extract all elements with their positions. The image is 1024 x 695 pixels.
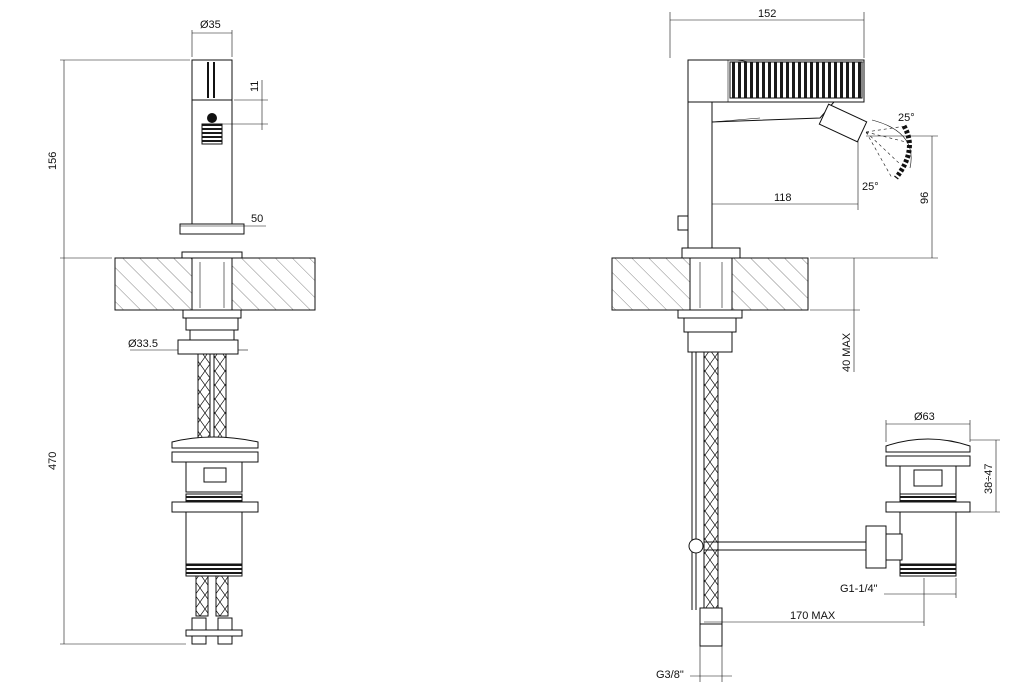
side-view: 152 118 96 25° 25° 40 MAX Ø63 — [611, 8, 1000, 682]
label-hose-thread: G3/8" — [656, 669, 684, 681]
mixer-body-front — [179, 59, 245, 259]
dim-side-waste-diameter: Ø63 — [885, 411, 971, 442]
dim-front-shank-diameter: Ø33.5 — [128, 338, 248, 351]
label-height-156: 156 — [47, 152, 59, 170]
dim-front-width-50: 50 — [180, 213, 266, 227]
dim-front-diameter-top: Ø35 — [191, 19, 233, 57]
label-spout-height-96: 96 — [919, 192, 931, 204]
label-waste-thread: G1-1/4" — [840, 583, 878, 595]
dim-side-length-152: 152 — [669, 8, 865, 58]
dim-side-rod-length: 170 MAX — [704, 578, 925, 626]
dim-side-thickness: 40 MAX — [810, 258, 860, 372]
waste-side — [865, 438, 971, 577]
dim-side-spout-height-96: 96 — [810, 135, 938, 259]
label-total-470: 470 — [47, 452, 59, 470]
front-view: Ø35 156 11 50 Ø33.5 470 — [47, 19, 316, 645]
hose-front-left — [197, 353, 211, 441]
rod-pivot — [688, 538, 704, 554]
label-waste-diameter-63: Ø63 — [914, 411, 935, 423]
label-angle-down: 25° — [862, 181, 879, 193]
label-rod-170-max: 170 MAX — [790, 610, 836, 622]
dim-front-offset-11: 11 — [222, 80, 268, 130]
dim-side-hose-thread: G3/8" — [656, 646, 732, 682]
hose-side — [703, 351, 719, 609]
mixer-body-side — [677, 59, 868, 259]
handle-ribs — [729, 61, 863, 99]
dim-side-waste-thread: G1-1/4" — [840, 578, 957, 598]
label-diameter-35: Ø35 — [200, 19, 221, 31]
dim-side-waste-height: 38÷47 — [970, 439, 1000, 513]
dim-front-height-156: 156 — [47, 59, 190, 259]
label-length-152: 152 — [758, 8, 776, 20]
dim-side-reach-118: 118 — [712, 140, 859, 210]
label-waste-height: 38÷47 — [983, 463, 995, 494]
label-offset-11: 11 — [249, 81, 261, 92]
label-width-50: 50 — [251, 213, 263, 225]
label-reach-118: 118 — [774, 192, 792, 204]
aerator-side — [818, 103, 868, 143]
spray-cone — [865, 119, 912, 180]
label-diameter-33-5: Ø33.5 — [128, 338, 158, 350]
dim-front-total-470: 470 — [47, 258, 186, 645]
hose-front-right — [213, 353, 227, 441]
label-thickness-40-max: 40 MAX — [841, 332, 853, 372]
label-angle-up: 25° — [898, 112, 915, 124]
waste-front — [171, 436, 259, 577]
aerator-front — [201, 123, 223, 145]
